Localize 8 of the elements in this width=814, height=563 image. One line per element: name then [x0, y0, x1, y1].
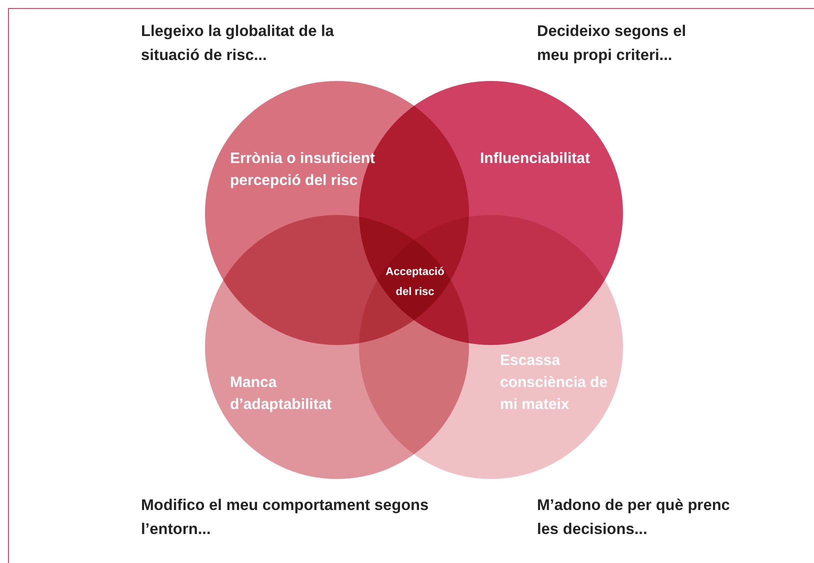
statement-text: Modifico el meu comportament segons l’entorn... [141, 496, 430, 540]
circle-label: Influenciabilitat [480, 149, 592, 169]
circle-label: Manca d’adaptabilitat [230, 373, 333, 415]
statement-text: Decideixo segons el meu propi criteri... [537, 22, 688, 66]
circle-label: Escassa consciència de mi mateix [500, 351, 609, 415]
overlap-label: Acceptació del risc [384, 265, 446, 300]
statement-text: M’adono de per què prenc les decisions... [537, 496, 731, 540]
statement-text: Llegeixo la globalitat de la situació de risc... [141, 22, 335, 66]
